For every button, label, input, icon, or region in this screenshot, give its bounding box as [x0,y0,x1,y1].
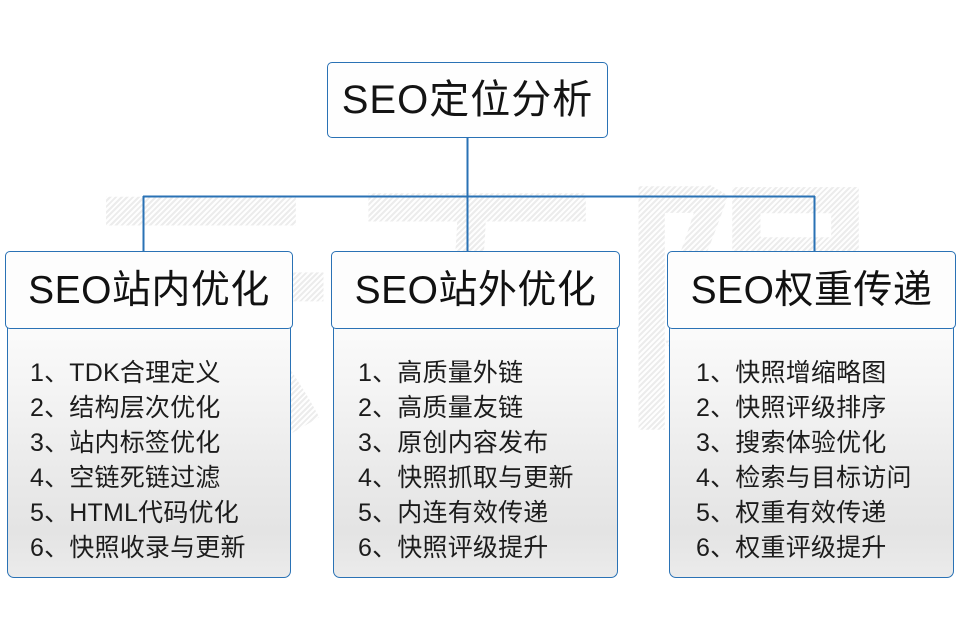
list-item: 6、权重评级提升 [696,534,887,562]
column-seo-onsite: SEO站内优化 1、TDK合理定义 2、结构层次优化 3、站内标签优化 4、空链… [5,251,293,578]
node-title[interactable]: SEO定位分析 [327,62,608,138]
column-1-header[interactable]: SEO站内优化 [5,251,293,329]
list-item: 2、快照评级排序 [696,394,887,422]
column-3-body: 1、快照增缩略图 2、快照评级排序 3、搜索体验优化 4、检索与目标访问 5、权… [669,326,954,578]
column-2-list: 1、高质量外链 2、高质量友链 3、原创内容发布 4、快照抓取与更新 5、内连有… [334,356,617,566]
list-item: 6、快照评级提升 [358,534,549,562]
list-item: 4、空链死链过滤 [30,464,221,492]
list-item: 3、搜索体验优化 [696,429,887,457]
list-item: 1、快照增缩略图 [696,359,887,387]
list-item: 3、原创内容发布 [358,429,549,457]
list-item: 1、高质量外链 [358,359,524,387]
column-3-header[interactable]: SEO权重传递 [667,251,956,329]
list-item: 5、HTML代码优化 [30,499,239,527]
column-1-body: 1、TDK合理定义 2、结构层次优化 3、站内标签优化 4、空链死链过滤 5、H… [7,326,291,578]
list-item: 1、TDK合理定义 [30,359,221,387]
column-seo-weight: SEO权重传递 1、快照增缩略图 2、快照评级排序 3、搜索体验优化 4、检索与… [667,251,956,578]
column-seo-offsite: SEO站外优化 1、高质量外链 2、高质量友链 3、原创内容发布 4、快照抓取与… [331,251,620,578]
list-item: 2、高质量友链 [358,394,524,422]
list-item: 4、检索与目标访问 [696,464,912,492]
column-2-header[interactable]: SEO站外优化 [331,251,620,329]
list-item: 6、快照收录与更新 [30,534,246,562]
column-3-list: 1、快照增缩略图 2、快照评级排序 3、搜索体验优化 4、检索与目标访问 5、权… [670,356,953,566]
node-title-label: SEO定位分析 [341,78,594,122]
list-item: 4、快照抓取与更新 [358,464,574,492]
column-1-header-label: SEO站内优化 [28,268,270,312]
column-1-list: 1、TDK合理定义 2、结构层次优化 3、站内标签优化 4、空链死链过滤 5、H… [8,356,290,566]
list-item: 3、站内标签优化 [30,429,221,457]
list-item: 2、结构层次优化 [30,394,221,422]
list-item: 5、权重有效传递 [696,499,887,527]
column-2-header-label: SEO站外优化 [354,268,597,312]
column-2-body: 1、高质量外链 2、高质量友链 3、原创内容发布 4、快照抓取与更新 5、内连有… [333,326,618,578]
list-item: 5、内连有效传递 [358,499,549,527]
column-3-header-label: SEO权重传递 [690,268,933,312]
